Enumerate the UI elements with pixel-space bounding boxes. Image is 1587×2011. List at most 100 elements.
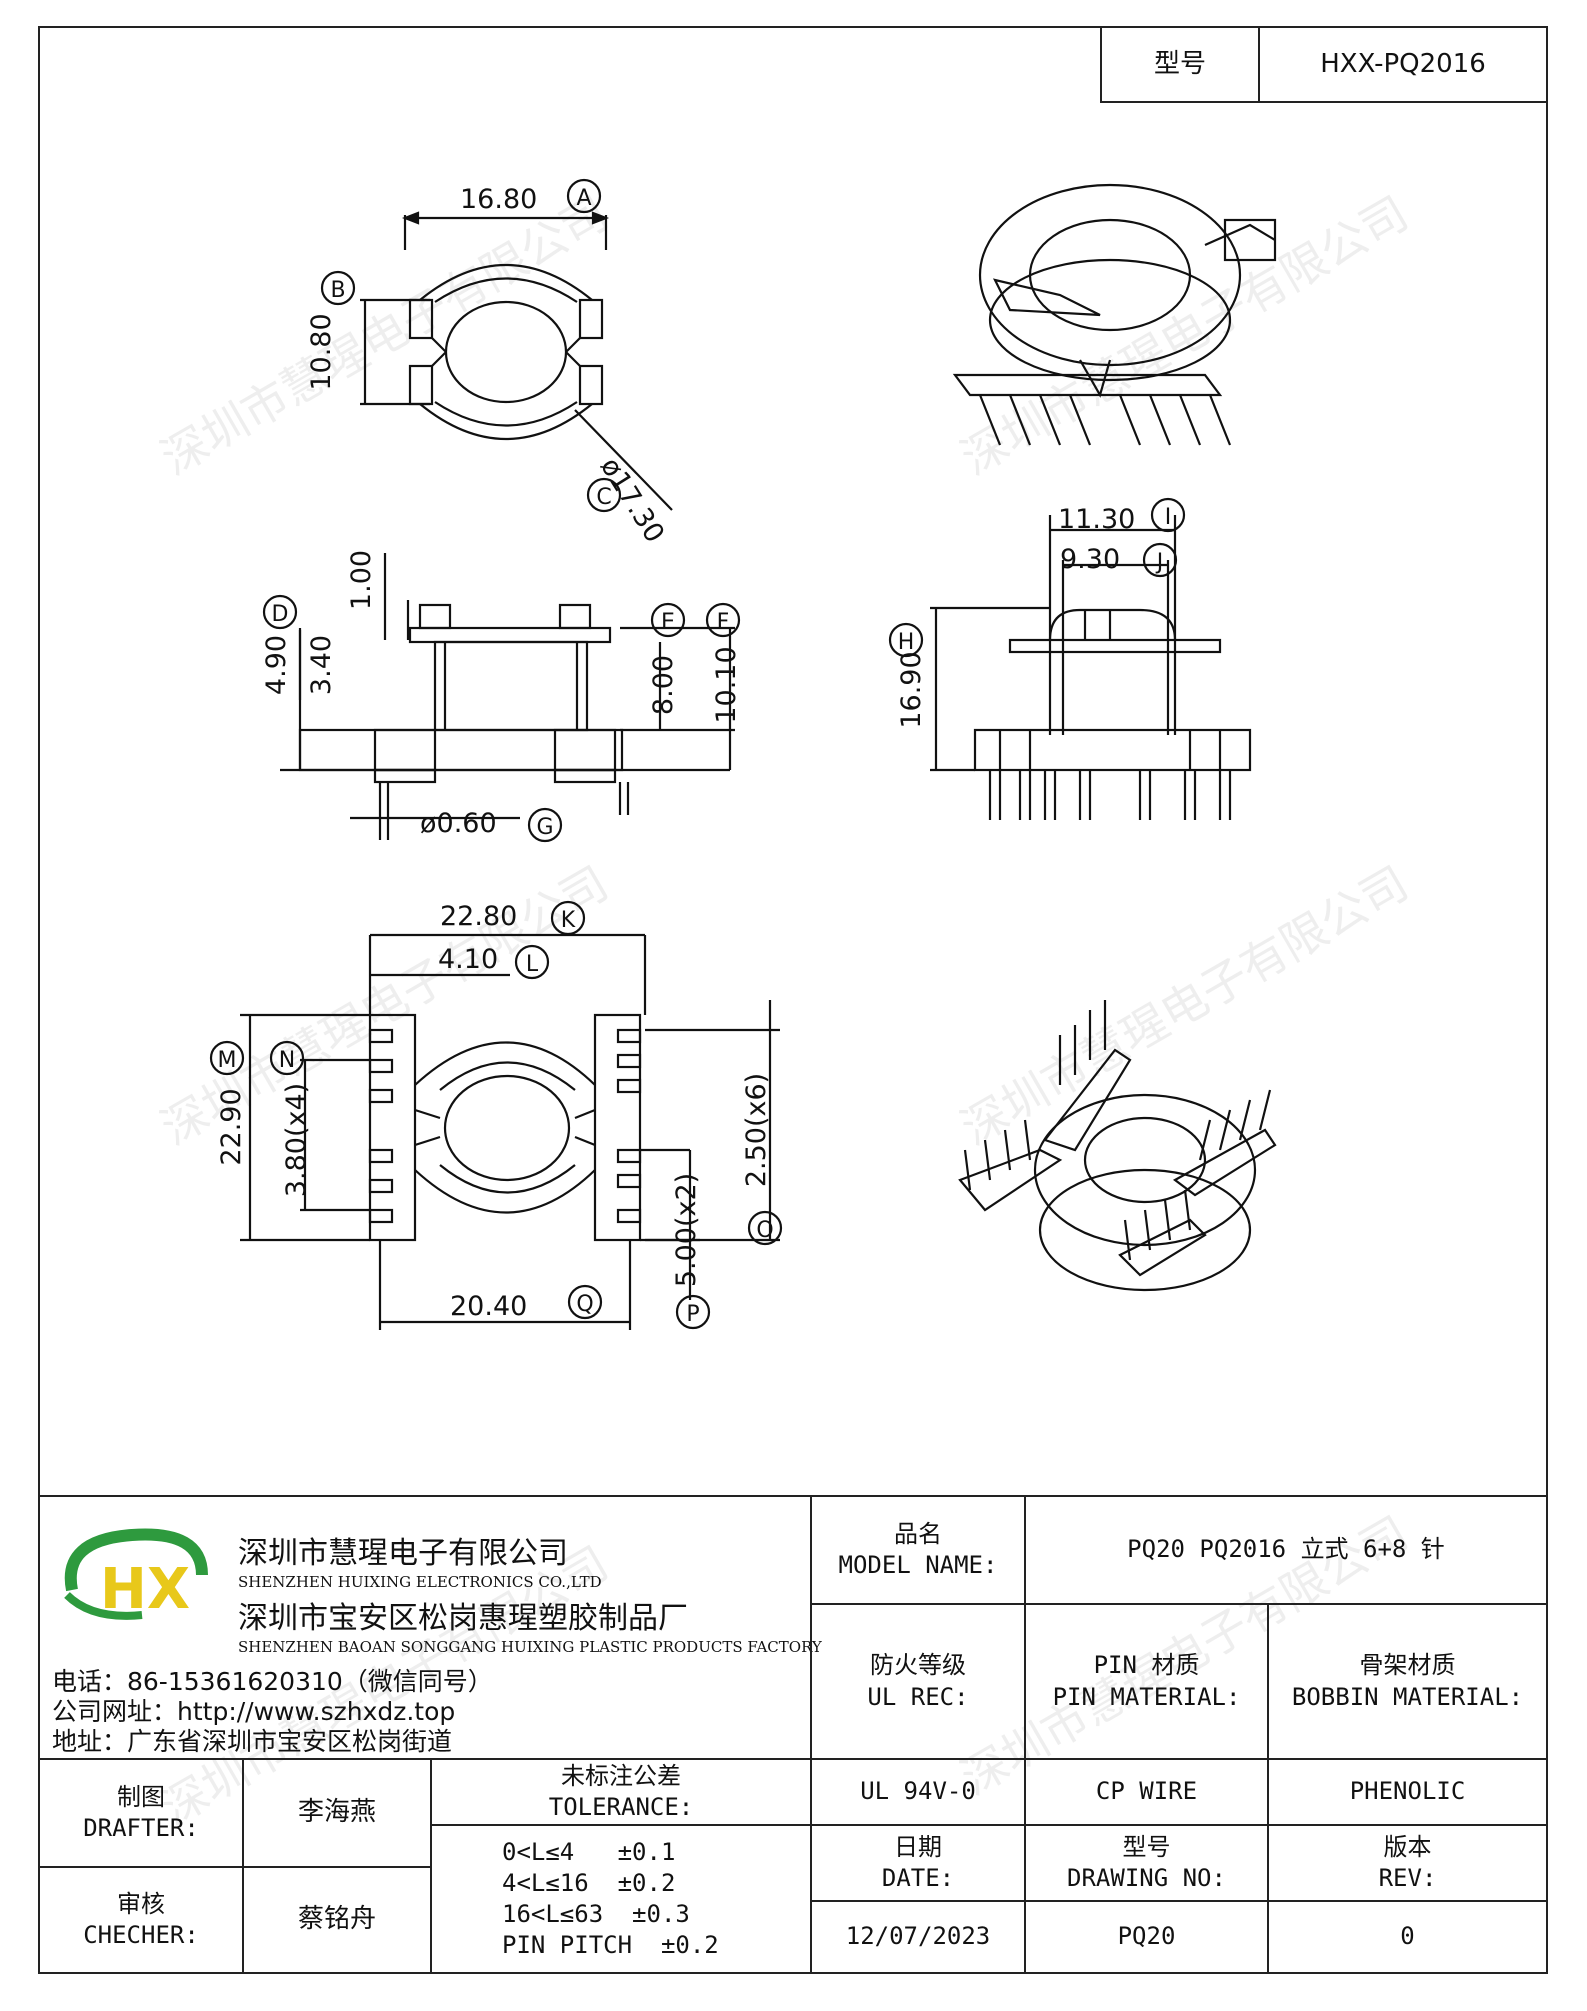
dim-j-label: 9.30 xyxy=(1060,544,1120,575)
date-label-cell: 日期 DATE: xyxy=(810,1824,1026,1902)
checker-name-cell: 蔡铭舟 xyxy=(242,1866,432,1974)
drafter-label-en: DRAFTER: xyxy=(83,1814,199,1842)
tolerance-label-en: TOLERANCE: xyxy=(548,1793,694,1821)
company-website: 公司网址：http://www.szhxdz.top xyxy=(52,1697,456,1726)
tag-p: P xyxy=(675,1294,711,1330)
company-phone: 电话：86-15361620310（微信同号） xyxy=(52,1667,493,1696)
svg-text:N: N xyxy=(279,1048,295,1073)
svg-text:K: K xyxy=(561,908,576,933)
logo-text: HX xyxy=(100,1557,190,1622)
drawing-no-value: PQ20 xyxy=(1117,1922,1176,1951)
bobbin-material-label-en: BOBBIN MATERIAL: xyxy=(1291,1682,1524,1711)
tolerance-values-cell: 0<L≤4 ±0.1 4<L≤16 ±0.2 16<L≤63 ±0.3 PIN … xyxy=(430,1824,812,1974)
date-label-cn: 日期 xyxy=(894,1832,942,1861)
pin-material-value-cell: CP WIRE xyxy=(1024,1758,1269,1826)
tag-c: C xyxy=(586,477,622,513)
tolerance-line-2: 4<L≤16 ±0.2 xyxy=(502,1868,676,1897)
model-name-label-cn: 品名 xyxy=(894,1519,942,1548)
tag-e: E xyxy=(650,602,686,638)
tag-m: M xyxy=(209,1040,245,1076)
tolerance-line-1: 0<L≤4 ±0.1 xyxy=(502,1837,676,1866)
tag-g: G xyxy=(527,807,563,843)
dim-i-label: 11.30 xyxy=(1058,504,1135,535)
date-label-en: DATE: xyxy=(881,1864,955,1892)
tag-d: D xyxy=(262,594,298,630)
ul-label-cn: 防火等级 xyxy=(870,1651,966,1680)
front-view xyxy=(280,553,735,840)
dim-o-label: 2.50(x6) xyxy=(741,1073,772,1187)
drawing-no-label-cell: 型号 DRAWING NO: xyxy=(1024,1824,1269,1902)
svg-text:O: O xyxy=(756,1218,773,1243)
svg-text:M: M xyxy=(218,1048,237,1073)
tag-o: O xyxy=(747,1210,783,1246)
factory-name-en: SHENZHEN BAOAN SONGGANG HUIXING PLASTIC … xyxy=(238,1638,822,1656)
dim-34-label: 3.40 xyxy=(306,635,337,695)
checker-name: 蔡铭舟 xyxy=(297,1904,376,1935)
ul-label-cell: 防火等级 UL REC: xyxy=(810,1603,1026,1760)
technical-drawing: 16.80 10.80 ø17.30 A B C xyxy=(209,178,1277,1330)
iso-view-bottom xyxy=(958,1000,1277,1292)
tag-f: F xyxy=(705,602,741,638)
ul-value-cell: UL 94V-0 xyxy=(810,1758,1026,1826)
dim-l-label: 4.10 xyxy=(438,944,498,975)
pin-material-label-en: PIN MATERIAL: xyxy=(1052,1682,1241,1711)
bobbin-material-label-cn: 骨架材质 xyxy=(1359,1651,1456,1680)
company-name-cn: 深圳市慧瑆电子有限公司 xyxy=(238,1536,568,1571)
dim-f-label: 10.10 xyxy=(711,646,742,723)
top-view xyxy=(360,211,673,511)
tag-i: I xyxy=(1150,497,1186,533)
drafter-name-cell: 李海燕 xyxy=(242,1758,432,1868)
svg-text:Q: Q xyxy=(576,1292,593,1317)
model-label: 型号 xyxy=(1153,48,1206,79)
svg-text:E: E xyxy=(661,610,675,635)
tag-l: L xyxy=(514,944,550,980)
logo-icon: HX xyxy=(64,1528,208,1622)
dim-g-label: ø0.60 xyxy=(420,808,497,839)
bobbin-material-label-cell: 骨架材质 BOBBIN MATERIAL: xyxy=(1267,1603,1548,1760)
dim-1-label: 1.00 xyxy=(346,550,377,610)
drawing-no-value-cell: PQ20 xyxy=(1024,1900,1269,1974)
tolerance-line-4: PIN PITCH ±0.2 xyxy=(502,1931,719,1960)
ul-label-en: UL REC: xyxy=(867,1682,969,1711)
tag-j: J xyxy=(1142,542,1178,578)
tag-n: N xyxy=(269,1040,305,1076)
date-value-cell: 12/07/2023 xyxy=(810,1900,1026,1974)
drafter-label-cn: 制图 xyxy=(117,1782,165,1811)
rev-label-cell: 版本 REV: xyxy=(1267,1824,1548,1902)
tag-b: B xyxy=(320,270,356,306)
svg-text:G: G xyxy=(536,815,553,840)
drawing-no-label-en: DRAWING NO: xyxy=(1067,1864,1226,1892)
rev-value-cell: 0 xyxy=(1267,1900,1548,1974)
svg-text:P: P xyxy=(686,1302,699,1327)
tag-h: H xyxy=(888,622,924,658)
pin-material-label-cell: PIN 材质 PIN MATERIAL: xyxy=(1024,1603,1269,1760)
rev-value: 0 xyxy=(1400,1922,1415,1951)
pin-material-value: CP WIRE xyxy=(1095,1777,1198,1806)
bobbin-material-value: PHENOLIC xyxy=(1349,1777,1466,1806)
dim-m-label: 22.90 xyxy=(216,1088,247,1165)
factory-name-cn: 深圳市宝安区松岗惠瑆塑胶制品厂 xyxy=(238,1601,688,1636)
tolerance-line-3: 16<L≤63 ±0.3 xyxy=(502,1900,690,1928)
company-logo: HX xyxy=(52,1520,212,1630)
svg-text:C: C xyxy=(596,485,611,510)
svg-text:J: J xyxy=(1155,550,1164,575)
tag-k: K xyxy=(550,900,586,936)
rev-label-en: REV: xyxy=(1378,1864,1437,1892)
dim-b-label: 10.80 xyxy=(306,313,337,390)
svg-text:I: I xyxy=(1165,505,1172,530)
drawing-no-label-cn: 型号 xyxy=(1122,1832,1171,1861)
dim-d-label: 4.90 xyxy=(261,635,292,695)
dim-p-label: 5.00(x2) xyxy=(671,1173,702,1287)
company-address: 地址：广东省深圳市宝安区松岗街道 xyxy=(52,1727,453,1756)
model-value: HXX-PQ2016 xyxy=(1320,48,1486,79)
tag-a: A xyxy=(566,178,602,214)
drafter-label-cell: 制图 DRAFTER: xyxy=(38,1758,244,1868)
checker-label-cell: 审核 CHECHER: xyxy=(38,1866,244,1974)
dim-k-label: 22.80 xyxy=(440,901,517,932)
model-name-label-en: MODEL NAME: xyxy=(838,1551,998,1579)
svg-text:D: D xyxy=(272,602,289,627)
model-name-value-cell: PQ20 PQ2016 立式 6+8 针 xyxy=(1024,1495,1548,1605)
tag-q: Q xyxy=(567,1284,603,1320)
model-name-value: PQ20 PQ2016 立式 6+8 针 xyxy=(1127,1535,1445,1564)
svg-text:H: H xyxy=(898,630,915,655)
